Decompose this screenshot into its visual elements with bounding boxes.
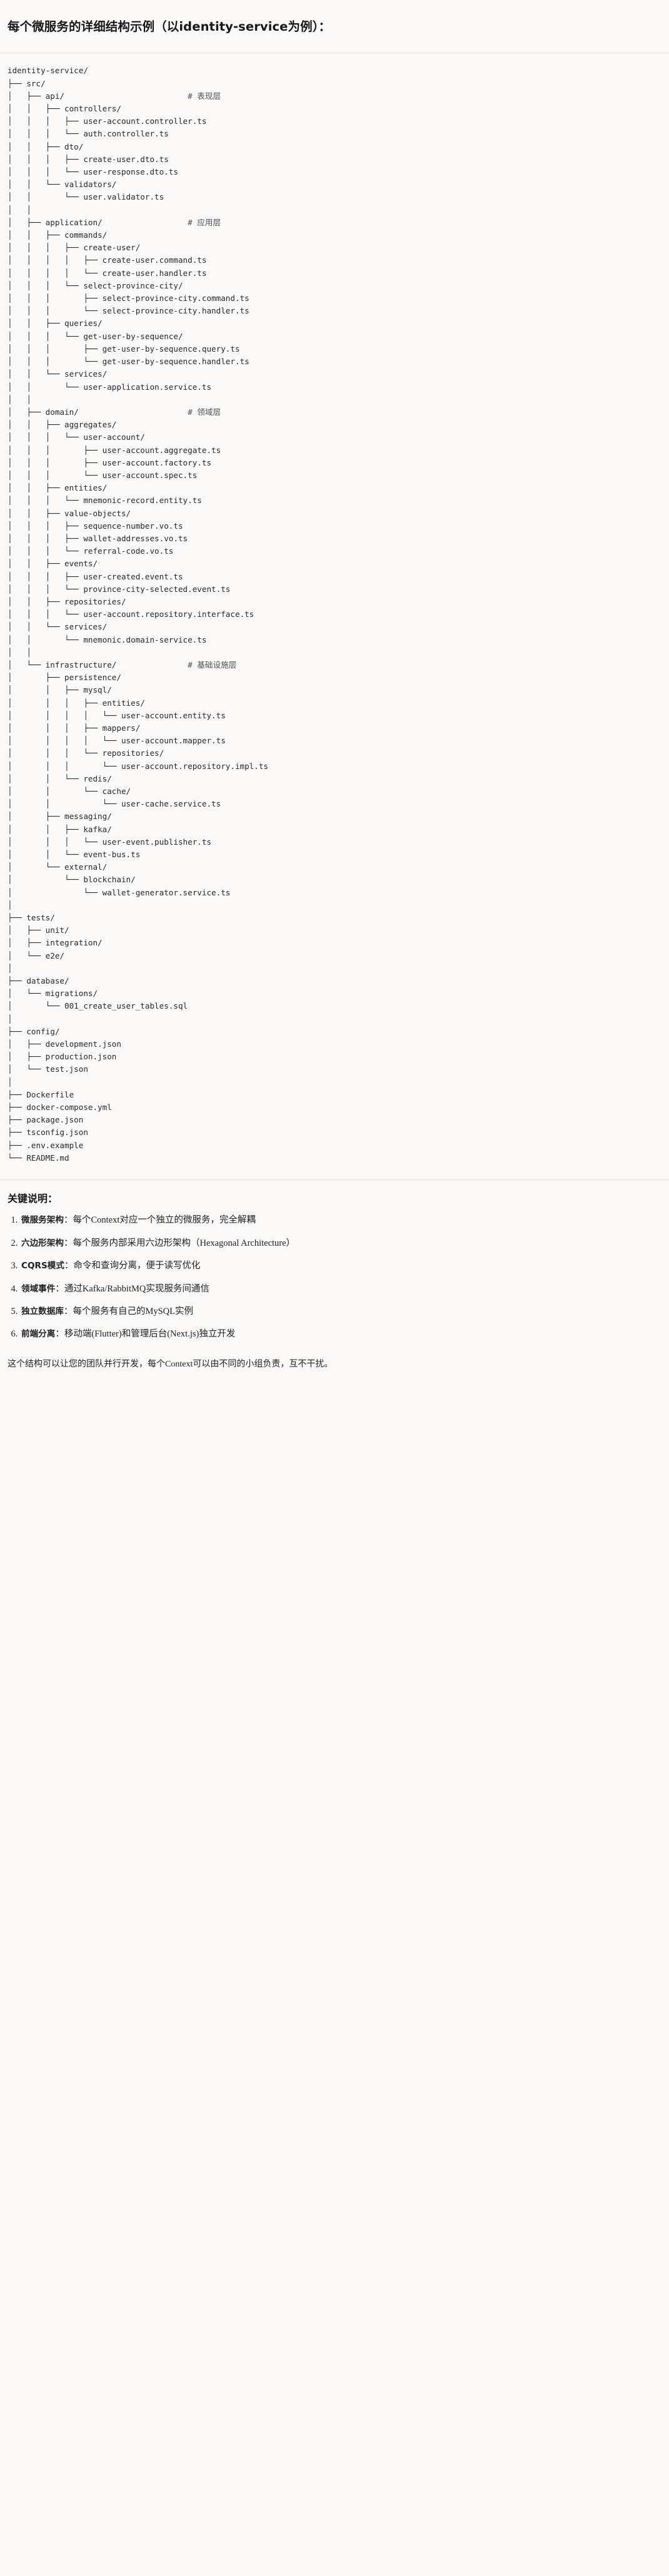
key-note-term: 前端分离 <box>21 1329 56 1340</box>
key-note-separator: ： <box>55 1329 64 1340</box>
key-note-item: 独立数据库：每个服务有自己的MySQL实例 <box>20 1305 661 1318</box>
key-note-separator: ： <box>63 1215 73 1226</box>
key-note-body: 每个服务内部采用六边形架构（Hexagonal Architecture） <box>73 1238 296 1248</box>
directory-tree-code: identity-service/ ├── src/ │ ├── api/ # … <box>8 66 269 1163</box>
key-notes-title: 关键说明： <box>8 1193 58 1205</box>
section-header: 每个微服务的详细结构示例（以identity-service为例）： <box>0 0 669 54</box>
section-divider <box>0 1179 669 1181</box>
page-title: 每个微服务的详细结构示例（以identity-service为例）： <box>8 18 661 36</box>
key-note-body: 通过Kafka/RabbitMQ实现服务间通信 <box>64 1283 209 1294</box>
directory-tree-block: identity-service/ ├── src/ │ ├── api/ # … <box>0 53 669 1174</box>
key-note-term: 微服务架构 <box>21 1215 64 1226</box>
tree-layer-comment: # 应用层 <box>188 217 221 227</box>
page-root: 每个微服务的详细结构示例（以identity-service为例）： ident… <box>0 0 669 1383</box>
tree-layer-comment: # 领域层 <box>188 407 221 417</box>
section-key-notes: 关键说明： 微服务架构：每个Context对应一个独立的微服务，完全解耦六边形架… <box>0 1180 669 1348</box>
key-notes-list: 微服务架构：每个Context对应一个独立的微服务，完全解耦六边形架构：每个服务… <box>8 1213 661 1341</box>
key-note-separator: ： <box>64 1261 74 1271</box>
key-note-item: 微服务架构：每个Context对应一个独立的微服务，完全解耦 <box>20 1213 661 1227</box>
key-note-body: 每个服务有自己的MySQL实例 <box>73 1306 194 1316</box>
key-note-term: 六边形架构 <box>21 1238 64 1248</box>
key-note-item: 前端分离：移动端(Flutter)和管理后台(Next.js)独立开发 <box>20 1327 661 1341</box>
key-note-item: 领域事件：通过Kafka/RabbitMQ实现服务间通信 <box>20 1282 661 1296</box>
directory-tree: identity-service/ ├── src/ │ ├── api/ # … <box>8 64 661 1164</box>
key-note-item: CQRS模式：命令和查询分离，便于读写优化 <box>20 1259 661 1273</box>
page-title-text: 每个微服务的详细结构示例（以identity-service为例）： <box>8 19 331 34</box>
tree-layer-comment: # 表现层 <box>188 91 221 101</box>
key-note-term: 领域事件 <box>21 1283 56 1294</box>
key-note-body: 命令和查询分离，便于读写优化 <box>73 1261 201 1271</box>
key-note-separator: ： <box>63 1306 73 1316</box>
key-note-body: 移动端(Flutter)和管理后台(Next.js)独立开发 <box>64 1329 236 1340</box>
key-note-item: 六边形架构：每个服务内部采用六边形架构（Hexagonal Architectu… <box>20 1236 661 1250</box>
key-note-term: 独立数据库 <box>21 1306 64 1316</box>
key-note-separator: ： <box>55 1283 64 1294</box>
closing-paragraph: 这个结构可以让您的团队并行开发，每个Context可以由不同的小组负责，互不干扰… <box>8 1359 333 1369</box>
key-note-body: 每个Context对应一个独立的微服务，完全解耦 <box>73 1215 256 1226</box>
tree-layer-comment: # 基础设施层 <box>188 659 237 669</box>
key-note-separator: ： <box>63 1238 73 1248</box>
key-note-term: CQRS模式 <box>21 1261 64 1271</box>
